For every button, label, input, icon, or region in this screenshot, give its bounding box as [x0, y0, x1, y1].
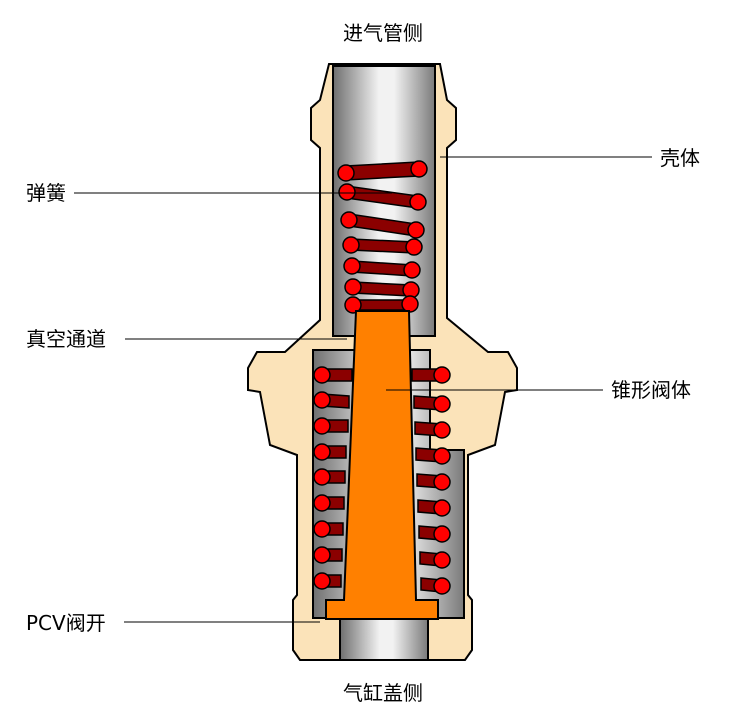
label-spring: 弹簧	[26, 181, 66, 205]
label-cylinder-head-side: 气缸盖侧	[343, 681, 423, 705]
label-housing: 壳体	[660, 146, 700, 170]
label-intake-side: 进气管侧	[343, 21, 423, 45]
label-cone-valve: 锥形阀体	[611, 378, 691, 402]
label-vacuum-channel: 真空通道	[26, 327, 106, 351]
outlet-bore	[339, 617, 429, 661]
upper-spring	[337, 160, 428, 314]
cone-valve	[325, 310, 439, 620]
label-pcv-open: PCV阀开	[26, 611, 106, 635]
lower-spring	[313, 366, 451, 595]
